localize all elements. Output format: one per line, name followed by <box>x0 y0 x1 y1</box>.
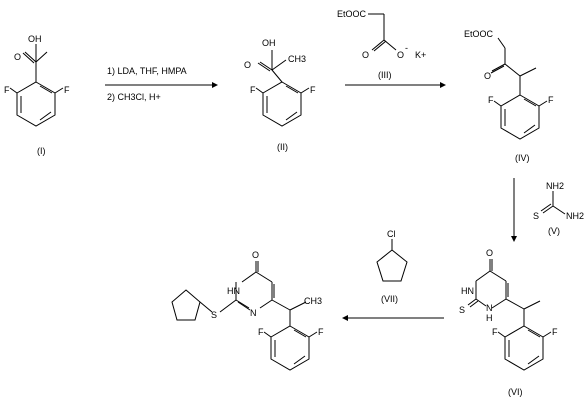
arrow-step-3 <box>511 178 517 242</box>
c5-nh2-top-label: NH2 <box>546 181 564 191</box>
c1-f-left-label: F <box>4 85 10 95</box>
c4-caption: (IV) <box>515 153 530 163</box>
c6-f-right-label: F <box>552 327 558 337</box>
c7-caption: (VII) <box>381 294 398 304</box>
c4-etooc-label: EtOOC <box>464 29 494 39</box>
c2-f-right-label: F <box>310 85 316 95</box>
c1-caption: (I) <box>37 146 46 156</box>
c4-f-right-label: F <box>548 95 554 105</box>
c6-o-label: O <box>486 248 493 258</box>
c8-n-label: N <box>250 308 257 318</box>
compound-IV: EtOOC O F F (IV) <box>464 29 554 163</box>
c8-hn-label: HN <box>227 286 240 296</box>
c8-o-label: O <box>252 250 259 260</box>
step1-reagent-line2: 2) CH3Cl, H+ <box>107 92 161 102</box>
compound-final: O HN N S CH3 F F <box>171 250 324 371</box>
c2-caption: (II) <box>277 142 288 152</box>
step1-reagent-line1: 1) LDA, THF, HMPA <box>107 66 187 76</box>
c3-charge: - <box>405 43 408 53</box>
compound-I: OH O F F (I) <box>4 34 70 156</box>
c2-f-left-label: F <box>250 85 256 95</box>
c1-oh-label: OH <box>28 34 42 44</box>
compound-III: EtOOC O O - K+ (III) <box>337 9 426 80</box>
compound-VII: Cl (VII) <box>376 229 408 304</box>
arrow-step-1: 1) LDA, THF, HMPA 2) CH3Cl, H+ <box>105 66 218 102</box>
c6-s-label: S <box>459 305 465 315</box>
c6-f-left-label: F <box>492 327 498 337</box>
c3-etooc-label: EtOOC <box>337 9 367 19</box>
compound-V: NH2 NH2 S (V) <box>533 181 584 236</box>
c7-cl-label: Cl <box>387 229 396 239</box>
c3-o-minus-label: O <box>397 50 404 60</box>
c3-caption: (III) <box>378 70 392 80</box>
arrow-step-2 <box>345 82 446 88</box>
c1-f-right-label: F <box>64 85 70 95</box>
compound-VI: O HN N H S F F (VI) <box>459 248 558 397</box>
c6-hn-label: HN <box>461 286 474 296</box>
c8-ch3-label: CH3 <box>304 296 322 306</box>
c5-nh2-right-label: NH2 <box>566 211 584 221</box>
c5-caption: (V) <box>548 226 560 236</box>
c2-oh-label: OH <box>262 38 276 48</box>
c8-s-label: S <box>211 310 217 320</box>
c8-f-left-label: F <box>258 327 264 337</box>
compound-II: OH O CH3 F F (II) <box>244 38 316 152</box>
c3-counterion: K+ <box>415 50 426 60</box>
c6-caption: (VI) <box>508 387 523 397</box>
c8-f-right-label: F <box>318 327 324 337</box>
c1-o-label: O <box>14 52 21 62</box>
c6-h-label: H <box>486 313 493 323</box>
c2-o-label: O <box>244 60 251 70</box>
c6-n-label: N <box>486 303 493 313</box>
c3-o-label: O <box>362 50 369 60</box>
c2-ch3-label: CH3 <box>288 54 306 64</box>
arrow-step-4 <box>342 315 444 321</box>
c4-o-label: O <box>484 71 491 81</box>
c5-s-label: S <box>533 211 539 221</box>
c4-f-left-label: F <box>488 95 494 105</box>
